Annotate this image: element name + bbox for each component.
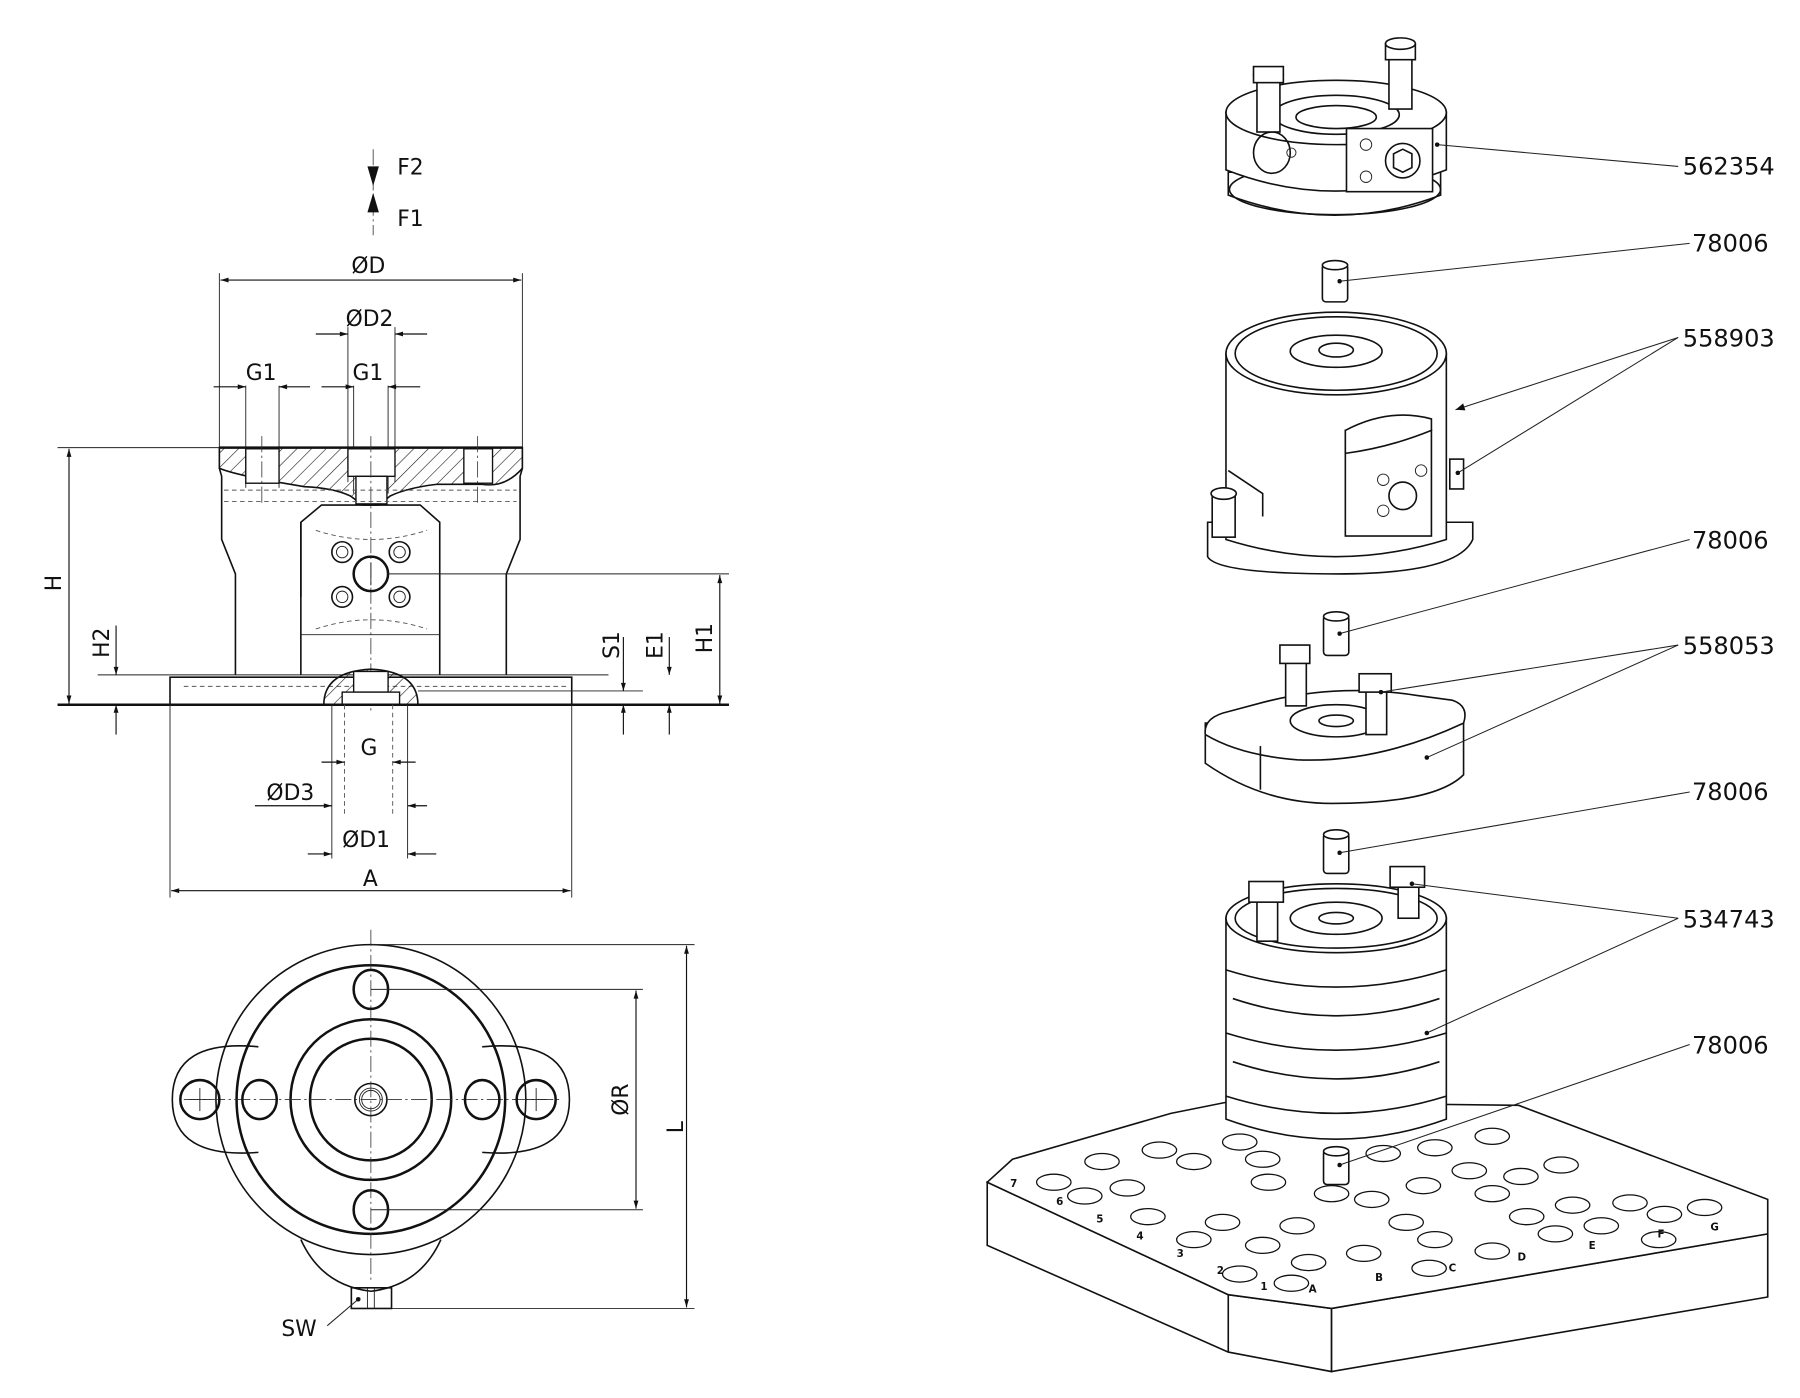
dim-e1: E1 bbox=[643, 631, 672, 735]
module-body-section bbox=[57, 436, 729, 712]
part-534743 bbox=[1225, 865, 1448, 1186]
part-558903 bbox=[1206, 311, 1474, 575]
callout-78006-4: 78006 bbox=[1692, 1032, 1769, 1060]
plate-label: A bbox=[1309, 1283, 1317, 1295]
part-558053 bbox=[1204, 644, 1466, 805]
callout-78006-3: 78006 bbox=[1692, 778, 1769, 806]
pin-78006-4 bbox=[1322, 1145, 1350, 1186]
part-562354 bbox=[1225, 37, 1448, 216]
label-l: L bbox=[664, 1120, 689, 1133]
label-dia-d1: ØD1 bbox=[342, 828, 390, 853]
plate-label: 3 bbox=[1177, 1248, 1184, 1260]
label-s1: S1 bbox=[600, 631, 625, 659]
pin-78006-3 bbox=[1322, 829, 1350, 875]
dim-s1: S1 bbox=[600, 631, 626, 735]
label-dia-d3: ØD3 bbox=[266, 781, 314, 806]
plate-label: 4 bbox=[1136, 1231, 1143, 1243]
pin-78006-1 bbox=[1321, 259, 1349, 303]
plate-label: 6 bbox=[1056, 1196, 1063, 1208]
pin-78006-2 bbox=[1322, 610, 1350, 657]
label-g1-left: G1 bbox=[246, 361, 277, 386]
plate-label: C bbox=[1449, 1263, 1457, 1275]
dim-bottom-stack: G ØD3 ØD1 A bbox=[169, 704, 573, 898]
front-section-view: F2 F1 ØD ØD2 G1 G1 bbox=[42, 149, 729, 898]
label-g1-center: G1 bbox=[353, 361, 384, 386]
plate-label: E bbox=[1589, 1240, 1596, 1252]
force-down-arrow-icon bbox=[367, 166, 379, 186]
force-up-arrow-icon bbox=[367, 192, 379, 213]
dim-outer-diameter: ØD bbox=[218, 254, 523, 448]
label-e1: E1 bbox=[643, 631, 668, 659]
dim-thread-g1-center: G1 bbox=[321, 361, 421, 494]
label-h2: H2 bbox=[90, 628, 115, 658]
plate-label: 5 bbox=[1096, 1213, 1103, 1225]
label-dia-d: ØD bbox=[351, 254, 385, 279]
label-g: G bbox=[361, 736, 378, 761]
label-sw: SW bbox=[281, 1317, 316, 1342]
dim-height-h2: H2 bbox=[90, 625, 119, 735]
label-f1: F1 bbox=[397, 207, 423, 232]
callout-558053: 558053 bbox=[1683, 632, 1775, 660]
plate-label: 1 bbox=[1260, 1281, 1267, 1293]
pallet-plate: 7 6 5 4 3 2 1 A B C D E F G bbox=[985, 1101, 1769, 1373]
label-a: A bbox=[363, 867, 378, 892]
callout-78006-2: 78006 bbox=[1692, 527, 1769, 555]
plate-col-labels: A B C D E F G bbox=[1309, 1221, 1719, 1295]
label-f2: F2 bbox=[397, 155, 423, 180]
plate-label: B bbox=[1375, 1272, 1383, 1284]
plate-label: F bbox=[1658, 1228, 1665, 1240]
plate-label: G bbox=[1710, 1221, 1718, 1233]
plate-label: 2 bbox=[1217, 1265, 1224, 1277]
callouts: 562354 78006 558903 78006 558053 78006 5… bbox=[1337, 142, 1775, 1168]
callout-562354: 562354 bbox=[1683, 152, 1775, 180]
label-h: H bbox=[42, 575, 67, 591]
label-h1: H1 bbox=[693, 623, 718, 653]
label-dia-d2: ØD2 bbox=[346, 307, 394, 332]
label-dia-r: ØR bbox=[609, 1083, 634, 1115]
hex-key-stub bbox=[350, 1287, 393, 1310]
exploded-view: 7 6 5 4 3 2 1 A B C D E F G bbox=[985, 37, 1775, 1373]
plate-label: D bbox=[1518, 1251, 1527, 1263]
plate-holes bbox=[1035, 1127, 1723, 1292]
callout-558903: 558903 bbox=[1683, 325, 1775, 353]
bottom-view: ØR L SW bbox=[171, 929, 695, 1342]
dim-h1: H1 bbox=[388, 573, 729, 704]
callout-534743: 534743 bbox=[1683, 905, 1775, 933]
callout-78006-1: 78006 bbox=[1692, 229, 1769, 257]
dim-height-h: H bbox=[42, 447, 220, 704]
plate-row-labels: 7 6 5 4 3 2 1 bbox=[1010, 1178, 1267, 1293]
plate-label: 7 bbox=[1010, 1178, 1017, 1190]
force-arrows: F2 F1 bbox=[367, 149, 424, 236]
